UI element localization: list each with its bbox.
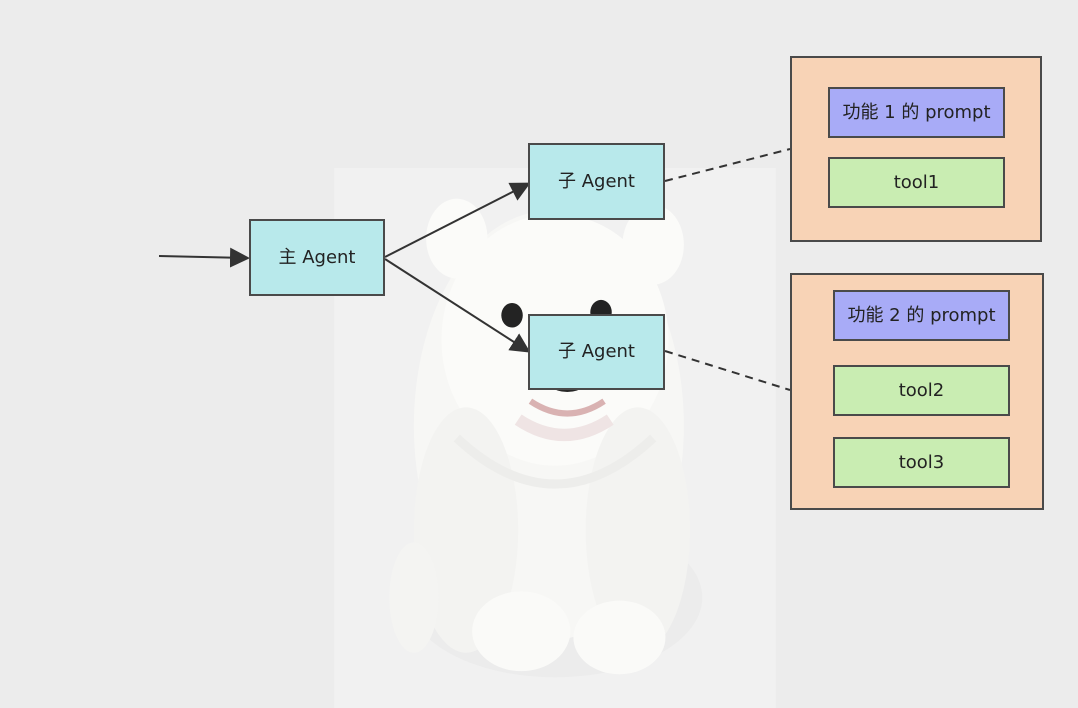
- sub-agent-node-1: 子 Agent: [528, 143, 665, 220]
- group-1-tool-node-1: tool1: [828, 157, 1005, 208]
- main-to-sub-agent-1-arrow: [384, 182, 531, 258]
- group-2-tool-node-2: tool3: [833, 437, 1010, 488]
- sub-agent-1-to-group-1-dashed-line: [664, 148, 791, 182]
- group-1-prompt-node: 功能 1 的 prompt: [828, 87, 1005, 138]
- sub-agent-node-2: 子 Agent: [528, 314, 665, 390]
- input-arrow: [158, 247, 250, 268]
- sub-agent-2-to-group-2-dashed-line: [664, 350, 791, 391]
- group-2-tool-node-1: tool2: [833, 365, 1010, 416]
- connectors-layer: [158, 148, 791, 391]
- main-to-sub-agent-2-arrow: [384, 258, 531, 353]
- main-agent-node: 主 Agent: [249, 219, 385, 296]
- function-group-1: [790, 56, 1042, 242]
- group-2-prompt-node: 功能 2 的 prompt: [833, 290, 1010, 341]
- diagram-canvas: 主 Agent 子 Agent 子 Agent 功能 1 的 prompt to…: [158, 56, 1044, 510]
